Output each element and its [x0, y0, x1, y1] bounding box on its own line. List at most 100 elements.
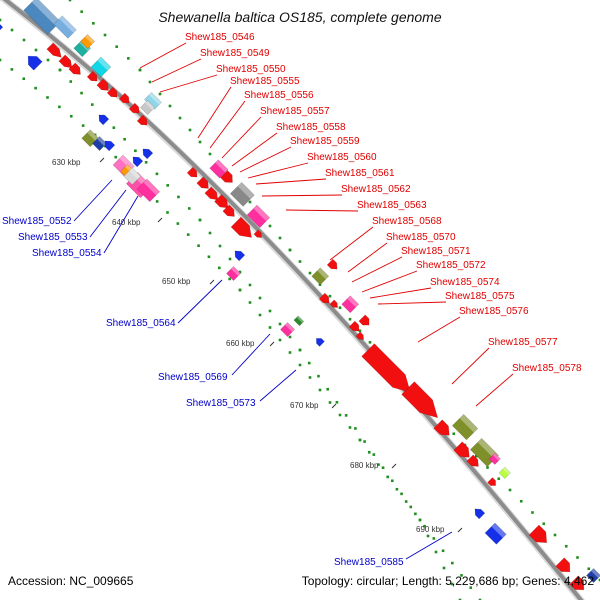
gene-box-highlight: [215, 159, 229, 173]
gene-feature: [136, 178, 161, 203]
track-dot: [298, 363, 302, 367]
track-dot: [217, 266, 221, 270]
gene-feature: [68, 62, 81, 75]
track-dot: [338, 413, 342, 417]
track-dot: [531, 511, 534, 514]
gene-label-forward: Shew185_0550: [216, 64, 286, 75]
gene-feature: [0, 22, 4, 34]
leader-line: [139, 42, 187, 69]
gene-arrow-shape: [96, 78, 109, 91]
gene-label-reverse: Shew185_0554: [32, 248, 102, 259]
track-dot: [469, 586, 473, 589]
gene-feature: [92, 136, 108, 152]
gene-arrow-shape: [222, 204, 235, 217]
kbp-tick-label: 650 kbp: [162, 277, 191, 286]
track-dot: [46, 96, 49, 99]
gene-feature: [196, 176, 209, 189]
track-dot: [278, 338, 282, 342]
kbp-tick-mark: [457, 527, 463, 533]
gene-feature: [23, 0, 61, 35]
track-dot: [358, 438, 362, 442]
gene-feature: [293, 315, 305, 327]
track-dot: [22, 77, 26, 81]
gene-feature: [90, 56, 112, 78]
track-dot: [258, 313, 262, 317]
gene-label-forward: Shew185_0572: [416, 260, 486, 271]
track-dot: [434, 550, 438, 554]
leader-line: [451, 347, 490, 385]
track-dot: [354, 427, 357, 430]
gene-arrow-shape: [214, 194, 229, 209]
gene-arrow-shape: [186, 166, 198, 178]
track-dot: [358, 329, 362, 333]
track-dot: [138, 68, 142, 72]
gene-label-forward: Shew185_0575: [445, 291, 515, 302]
track-dot: [187, 207, 191, 210]
gene-feature: [104, 140, 116, 152]
track-dot: [69, 114, 73, 118]
track-dot: [348, 317, 352, 321]
gene-box-shape: [451, 413, 479, 441]
track-dot: [248, 283, 252, 287]
track-dot: [58, 105, 61, 109]
gene-box-highlight: [119, 155, 135, 170]
kbp-tick-label: 660 kbp: [226, 339, 255, 348]
track-dot: [308, 376, 312, 379]
gene-feature: [226, 266, 242, 282]
gene-arrow-shape: [453, 441, 470, 458]
gene-box-highlight: [31, 0, 61, 27]
track-dot: [34, 48, 38, 52]
gene-arrow-shape: [106, 86, 118, 98]
track-dot: [0, 18, 2, 22]
track-dot: [391, 479, 394, 483]
gene-arrow-shape: [348, 320, 360, 332]
track-dot: [442, 566, 446, 570]
gene-arrow-shape: [68, 62, 81, 75]
gene-box-shape: [123, 167, 142, 186]
track-dot: [307, 361, 311, 365]
track-dot: [338, 306, 342, 309]
gene-feature: [311, 267, 330, 286]
gene-feature: [132, 156, 144, 168]
gene-label-forward: Shew185_0546: [185, 32, 255, 43]
leader-line: [231, 333, 271, 376]
gene-arrow-shape: [528, 524, 548, 544]
gene-arrow-shape: [196, 176, 209, 189]
track-dot: [103, 33, 107, 37]
gene-box-highlight: [129, 167, 141, 180]
track-dot: [404, 500, 408, 503]
gene-box-highlight: [97, 57, 111, 71]
gene-arrow-shape: [118, 92, 130, 104]
kbp-tick-mark: [209, 279, 215, 285]
gene-label-forward: Shew185_0563: [357, 200, 427, 211]
leader-line: [417, 316, 461, 343]
track-dot: [58, 68, 62, 72]
gene-feature: [528, 524, 548, 544]
gene-box-highlight: [87, 129, 99, 142]
track-dot: [519, 499, 523, 503]
outer-dot-track: [68, 0, 600, 582]
gene-feature: [401, 381, 439, 419]
gene-feature: [123, 167, 142, 186]
gene-feature: [253, 229, 262, 238]
leader-line: [261, 194, 343, 197]
leader-line: [247, 162, 309, 179]
track-dot: [508, 488, 512, 492]
gene-box-highlight: [591, 568, 600, 579]
track-dot: [409, 505, 413, 509]
gene-box-shape: [311, 267, 330, 286]
track-dot: [228, 277, 231, 281]
leader-line: [377, 301, 447, 305]
gene-label-forward: Shew185_0577: [488, 337, 558, 348]
track-dot: [441, 549, 445, 553]
track-dot: [268, 224, 272, 228]
gene-box-highlight: [347, 295, 359, 308]
track-dot: [10, 28, 14, 32]
gene-label-forward: Shew185_0571: [401, 246, 471, 257]
gene-feature: [316, 338, 325, 347]
track-dot: [414, 512, 417, 516]
gene-feature: [106, 86, 118, 98]
gene-box-shape: [229, 181, 255, 207]
